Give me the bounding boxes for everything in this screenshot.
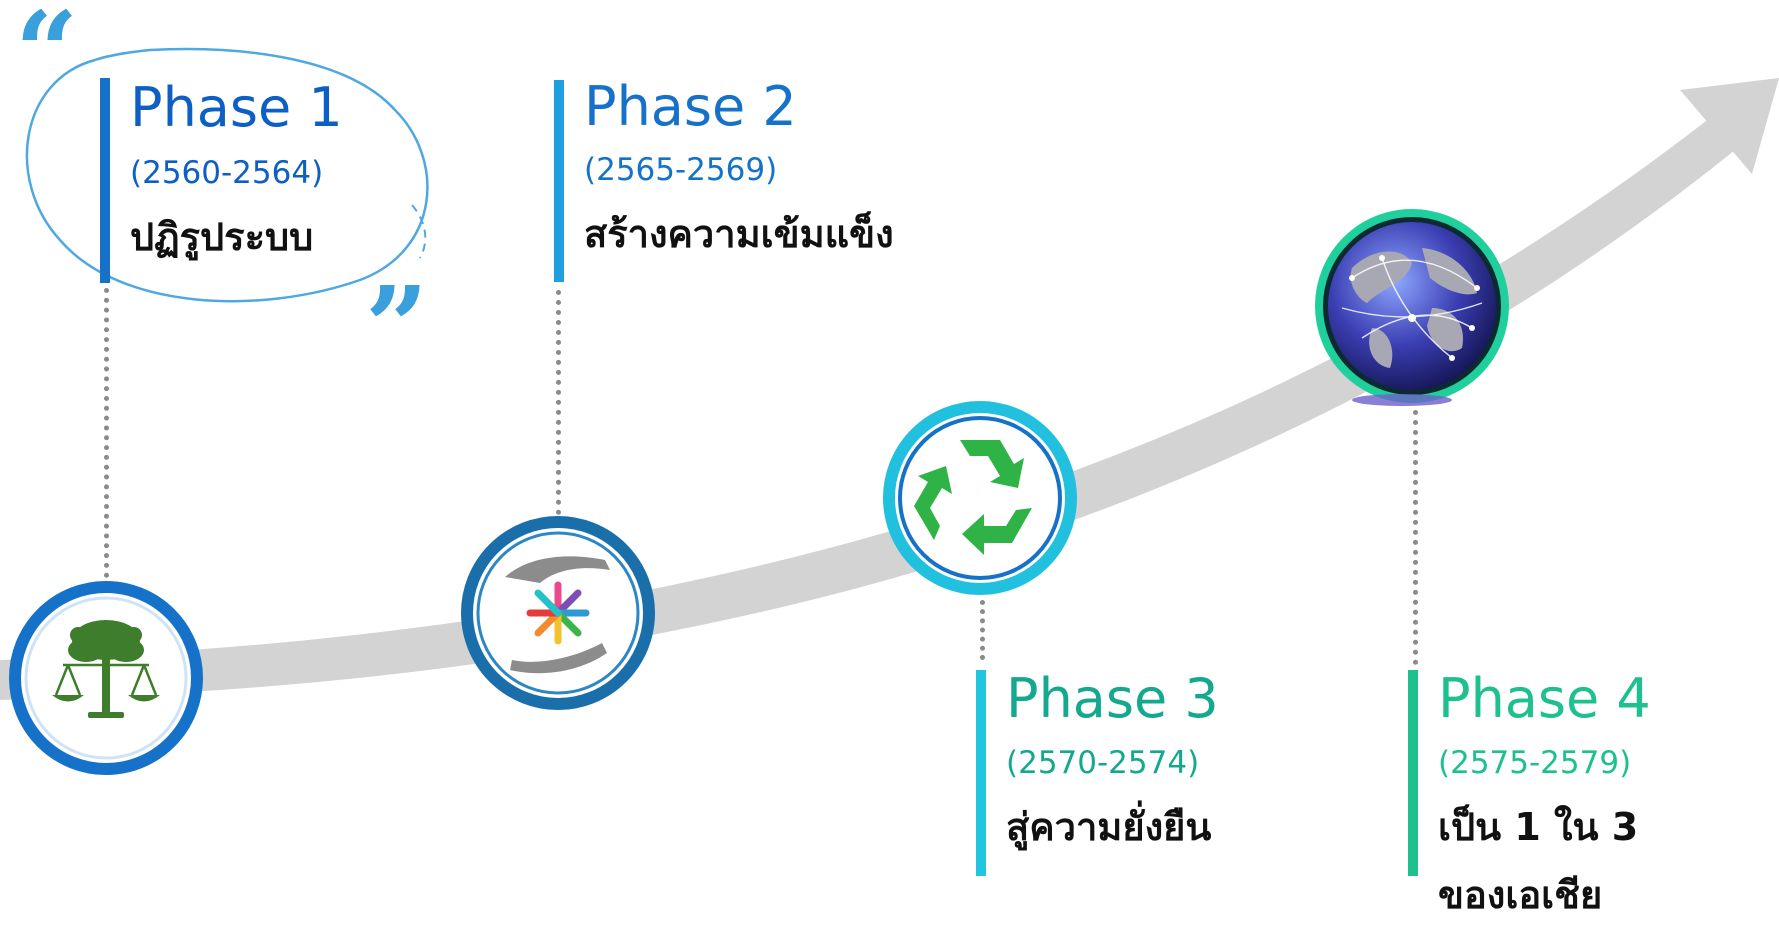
phase-1-title: Phase 1 [130, 76, 343, 139]
phase-3-accent-bar [976, 670, 986, 876]
connector-phase-1 [104, 288, 109, 578]
connector-phase-4 [1413, 410, 1418, 665]
arrow-ribbon [0, 110, 1735, 700]
phase-2-title: Phase 2 [584, 75, 797, 138]
phase-4-description-line-2: ของเอเชีย [1438, 873, 1603, 917]
globe-network-icon [1315, 209, 1509, 406]
phase-3-years: (2570-2574) [1006, 745, 1200, 781]
phase-3-description: สู่ความยั่งยืน [1006, 805, 1212, 849]
connector-phase-2 [556, 290, 561, 515]
phase-2-accent-bar [554, 80, 564, 282]
close-quote-icon: ” [365, 262, 428, 391]
arrow-head [1680, 78, 1779, 174]
phase-1-description: ปฏิรูประบบ [130, 215, 314, 259]
quote-bubble-tail [411, 204, 427, 259]
open-quote-icon: “ [15, 0, 78, 116]
scales-of-justice-tree-icon [9, 581, 203, 775]
recycle-icon [883, 401, 1077, 595]
phase-2-description: สร้างความเข้มแข็ง [584, 212, 894, 256]
phase-1-accent-bar [100, 78, 110, 283]
phase-3-title: Phase 3 [1006, 667, 1219, 730]
phase-2-years: (2565-2569) [584, 152, 778, 188]
hands-with-people-icon [461, 516, 655, 710]
quote-bubble [25, 47, 429, 303]
phase-4-years: (2575-2579) [1438, 745, 1632, 781]
phase-4-accent-bar [1408, 670, 1418, 876]
phase-1-years: (2560-2564) [130, 155, 324, 191]
connector-phase-3 [980, 600, 985, 660]
phase-4-title: Phase 4 [1438, 667, 1651, 730]
phase-4-description-line-1: เป็น 1 ใน 3 [1438, 805, 1639, 849]
